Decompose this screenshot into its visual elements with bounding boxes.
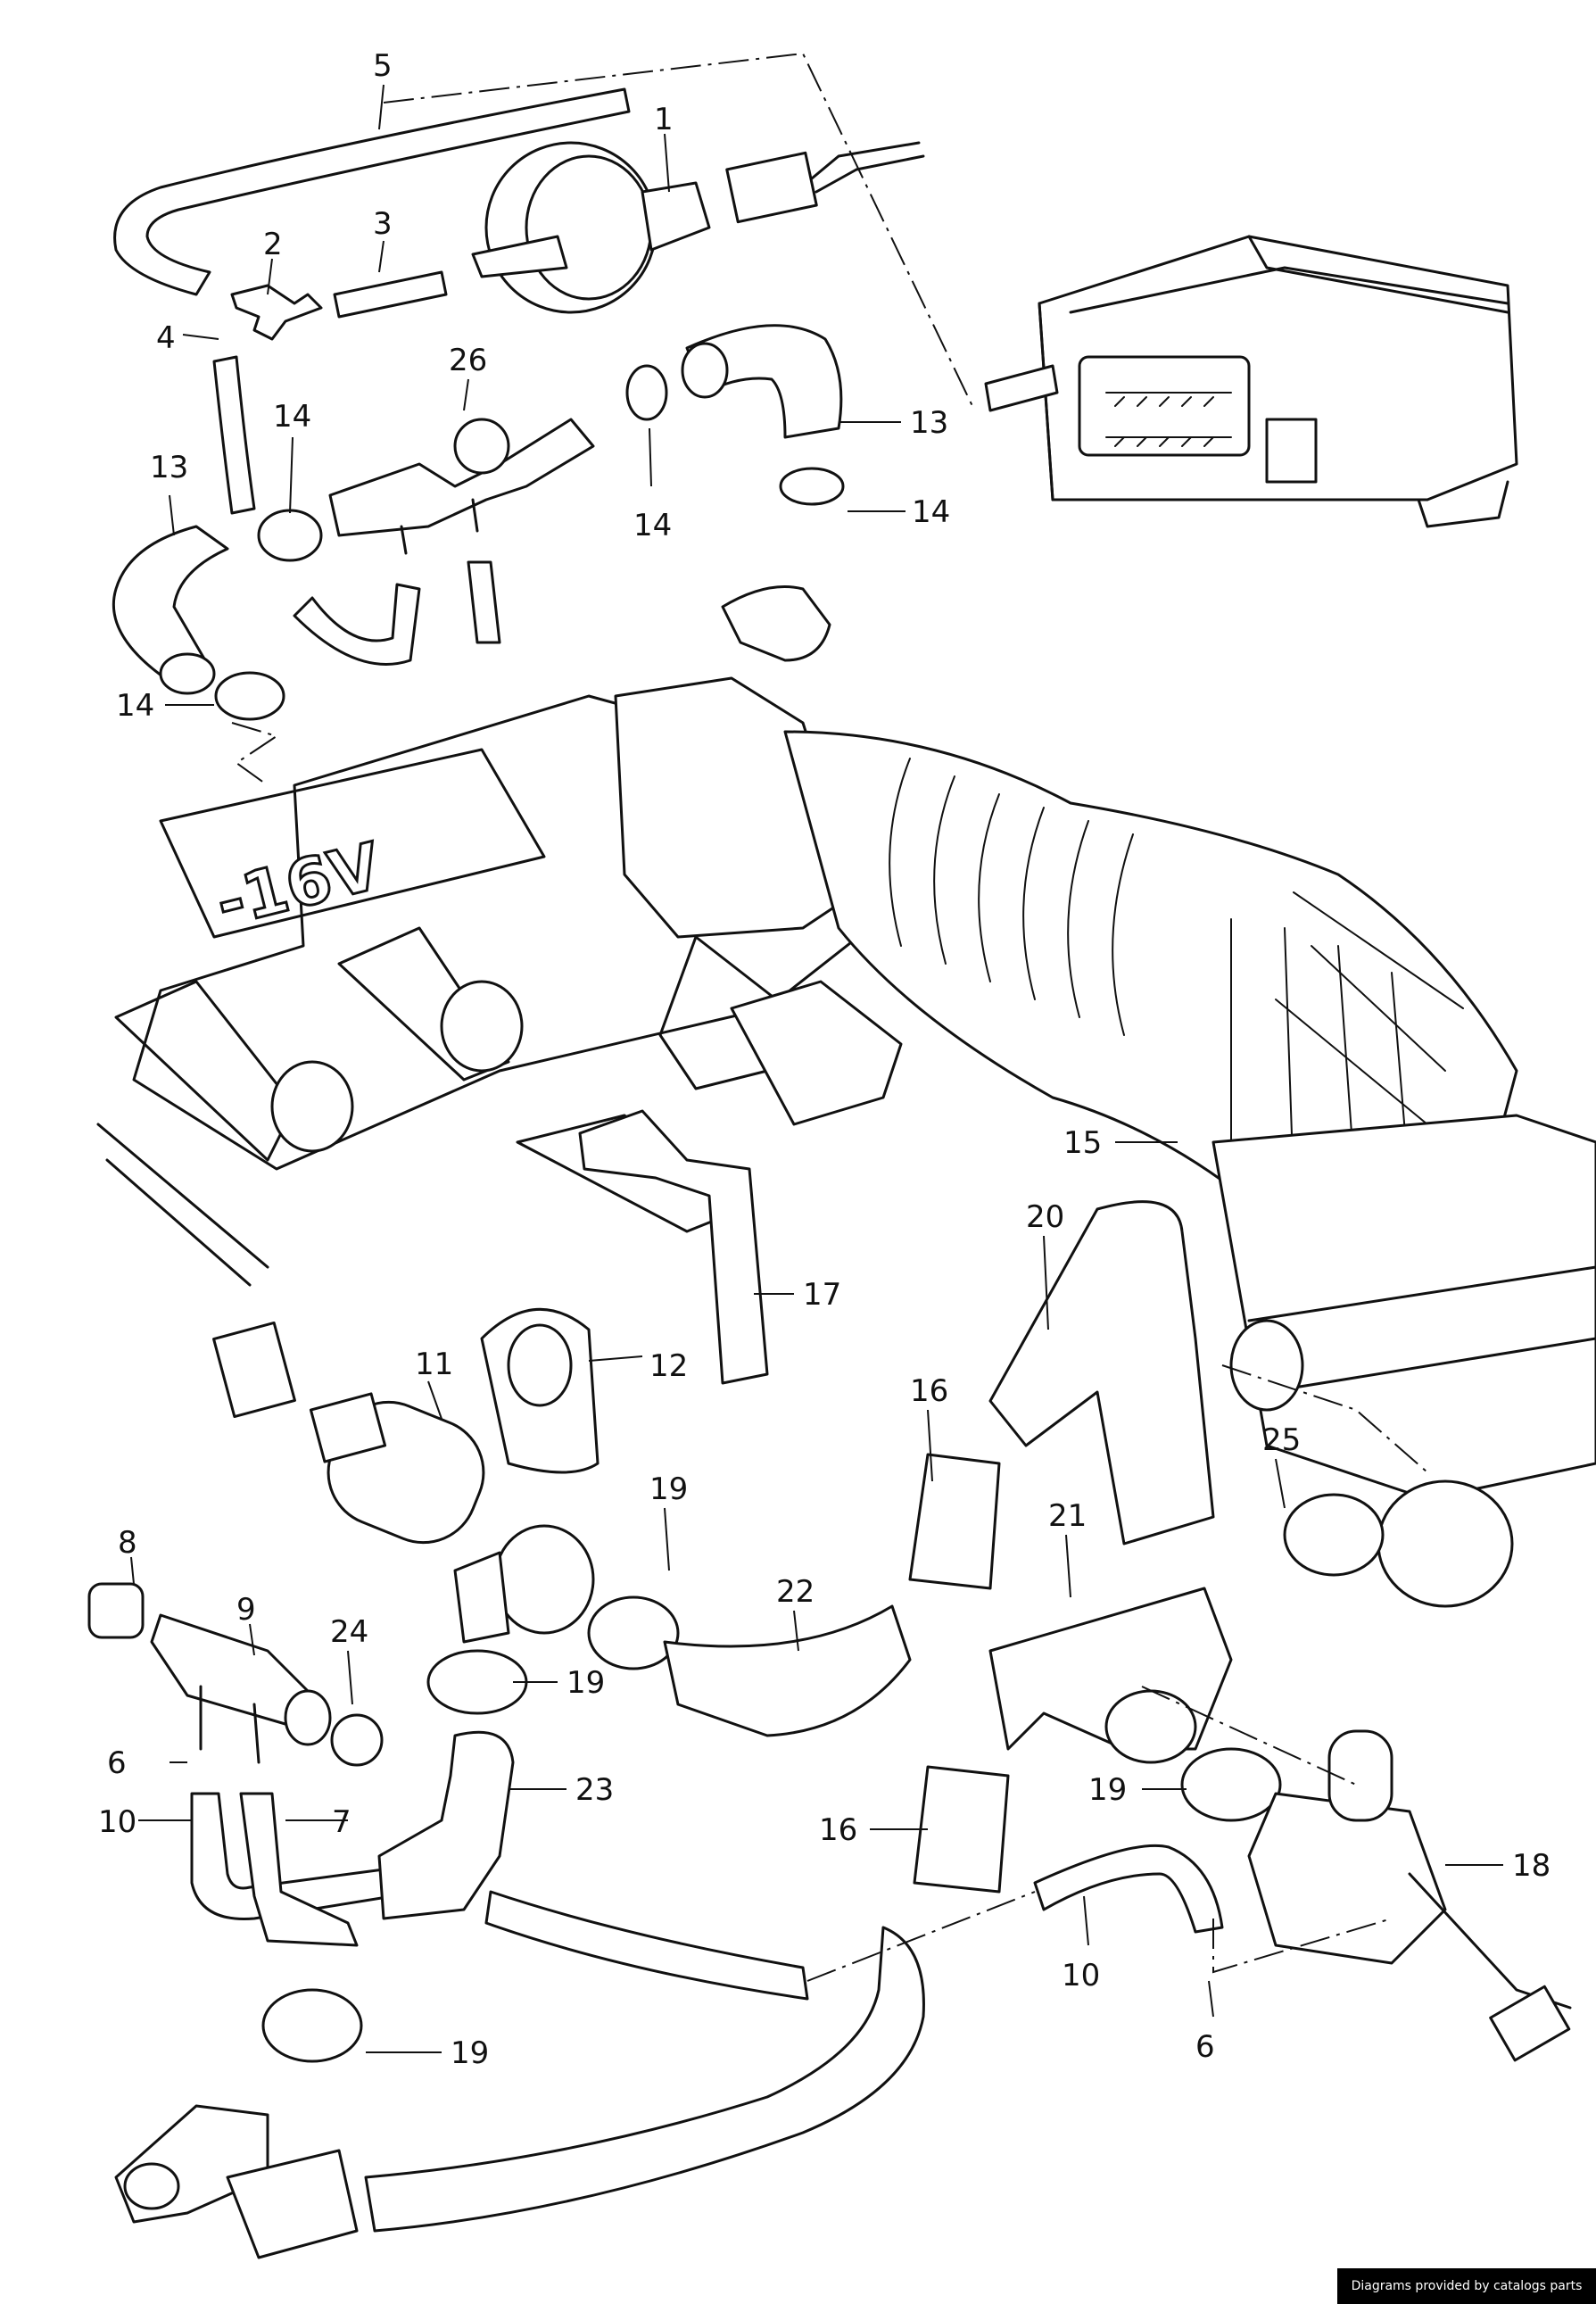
- callout-4: 4: [156, 320, 176, 356]
- hose-22: [663, 1604, 912, 1737]
- hose-7: [239, 1792, 359, 1947]
- callout-3: 3: [373, 206, 393, 242]
- y-hose-20: [988, 1200, 1215, 1546]
- pipe-16-upper: [908, 1453, 1001, 1590]
- callout-1: 1: [654, 102, 674, 137]
- connector-parts: [87, 1582, 332, 1764]
- line-art: -16V: [87, 87, 1596, 2259]
- callout-16-lower: 16: [819, 1812, 857, 1848]
- intake-boot: [783, 730, 1518, 1247]
- elbow-hose-13-top: [685, 324, 843, 439]
- hose-5: [113, 87, 631, 296]
- valve-26: [328, 418, 595, 555]
- callout-13-left: 13: [150, 450, 188, 485]
- callout-16-upper: 16: [910, 1373, 948, 1409]
- control-unit: [984, 235, 1518, 528]
- engine-badge: -16V: [209, 828, 388, 941]
- callout-21: 21: [1048, 1498, 1087, 1534]
- callout-10-left: 10: [98, 1804, 136, 1840]
- small-hose-b: [467, 560, 501, 644]
- callout-8: 8: [118, 1525, 137, 1561]
- callout-11: 11: [415, 1347, 453, 1382]
- callouts: 1 2 3 4 5 6 6 7 8 9 10 10 11 12 13 13 14…: [98, 48, 1551, 2071]
- hose-23: [377, 1730, 515, 1920]
- callout-14-left-lower: 14: [116, 688, 154, 724]
- callout-10-right: 10: [1062, 1958, 1100, 1993]
- small-hose-a: [293, 583, 421, 666]
- bracket-17: [578, 1109, 769, 1385]
- callout-24: 24: [330, 1614, 368, 1650]
- callout-14-right: 14: [912, 494, 950, 530]
- callout-12: 12: [649, 1348, 688, 1384]
- elbow-hose-13-left: [112, 525, 229, 680]
- reference-lines: [231, 52, 1428, 1982]
- callout-19-bottom: 19: [451, 2035, 489, 2071]
- callout-20: 20: [1026, 1199, 1064, 1235]
- idle-valve-11: [309, 1392, 595, 1644]
- leader-lines: [130, 84, 1503, 2053]
- callout-9: 9: [236, 1592, 256, 1628]
- callout-6-left: 6: [107, 1745, 127, 1781]
- elbow-connector: [721, 585, 831, 662]
- callout-2: 2: [263, 227, 283, 262]
- callout-22: 22: [776, 1574, 815, 1610]
- hose-3: [333, 270, 448, 319]
- callout-19-mid: 19: [649, 1471, 688, 1507]
- valve-18: [1247, 1729, 1572, 2062]
- callout-13-right: 13: [910, 405, 948, 441]
- callout-14-mid: 14: [633, 508, 672, 543]
- callout-26: 26: [449, 343, 487, 378]
- callout-7: 7: [332, 1804, 351, 1840]
- callout-18: 18: [1512, 1848, 1551, 1884]
- pipe-16-lower: [913, 1765, 1010, 1894]
- callout-15: 15: [1063, 1125, 1102, 1161]
- flange: [114, 2104, 359, 2259]
- callout-23: 23: [575, 1772, 614, 1808]
- coolant-pipe: [364, 1926, 925, 2233]
- vacuum-unit: [471, 141, 925, 314]
- connector-left: [212, 1321, 296, 1419]
- callout-14-left-upper: 14: [273, 399, 311, 435]
- air-box: [1211, 1114, 1596, 1608]
- long-hose: [484, 1890, 809, 2001]
- hose-10-right: [1033, 1844, 1224, 1934]
- credit-text: Diagrams provided by catalogs parts: [1351, 2279, 1583, 2293]
- clamps-19: [261, 1493, 1385, 2063]
- hose-4: [212, 355, 256, 515]
- callout-19-left: 19: [566, 1665, 605, 1701]
- t-piece-2: [230, 284, 323, 341]
- callout-17: 17: [803, 1277, 841, 1313]
- callout-6-right: 6: [1195, 2029, 1215, 2065]
- callout-19-right: 19: [1088, 1772, 1127, 1808]
- credit-bar: Diagrams provided by catalogs parts: [1337, 2268, 1596, 2304]
- clamps-14: [214, 364, 845, 721]
- callout-25: 25: [1262, 1422, 1301, 1458]
- callout-5: 5: [373, 48, 393, 84]
